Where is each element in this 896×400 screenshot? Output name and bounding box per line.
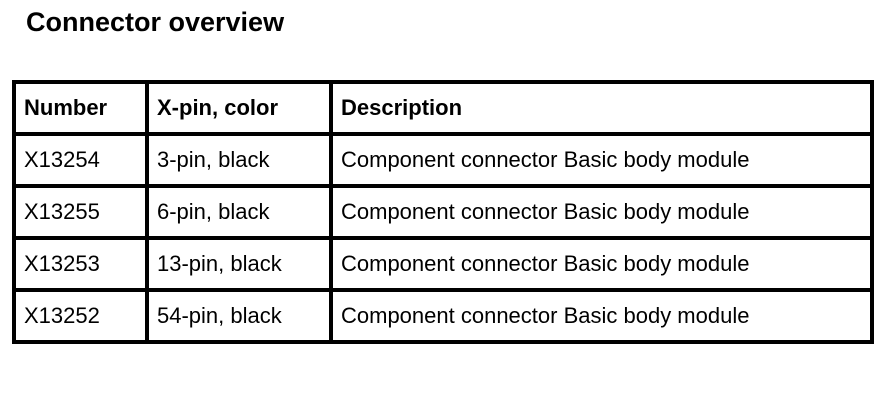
cell-description: Component connector Basic body module bbox=[329, 288, 874, 344]
cell-number: X13252 bbox=[12, 288, 149, 344]
connector-overview-table: Number X-pin, color Description X13254 3… bbox=[12, 80, 874, 344]
table-row: X13254 3-pin, black Component connector … bbox=[12, 132, 874, 188]
cell-description: Component connector Basic body module bbox=[329, 132, 874, 188]
column-header-number: Number bbox=[12, 80, 149, 136]
table-body: X13254 3-pin, black Component connector … bbox=[12, 132, 874, 344]
cell-xpin-color: 13-pin, black bbox=[145, 236, 333, 292]
cell-xpin-color: 3-pin, black bbox=[145, 132, 333, 188]
table-header-row: Number X-pin, color Description bbox=[12, 80, 874, 136]
connector-table-container: Number X-pin, color Description X13254 3… bbox=[12, 80, 874, 344]
cell-xpin-color: 6-pin, black bbox=[145, 184, 333, 240]
page-title: Connector overview bbox=[26, 7, 285, 37]
table-row: X13253 13-pin, black Component connector… bbox=[12, 236, 874, 292]
table-row: X13255 6-pin, black Component connector … bbox=[12, 184, 874, 240]
cell-xpin-color: 54-pin, black bbox=[145, 288, 333, 344]
column-header-description: Description bbox=[329, 80, 874, 136]
cell-description: Component connector Basic body module bbox=[329, 184, 874, 240]
table-header: Number X-pin, color Description bbox=[12, 80, 874, 136]
cell-number: X13253 bbox=[12, 236, 149, 292]
table-row: X13252 54-pin, black Component connector… bbox=[12, 288, 874, 344]
cell-number: X13254 bbox=[12, 132, 149, 188]
cell-description: Component connector Basic body module bbox=[329, 236, 874, 292]
cell-number: X13255 bbox=[12, 184, 149, 240]
column-header-xpin-color: X-pin, color bbox=[145, 80, 333, 136]
